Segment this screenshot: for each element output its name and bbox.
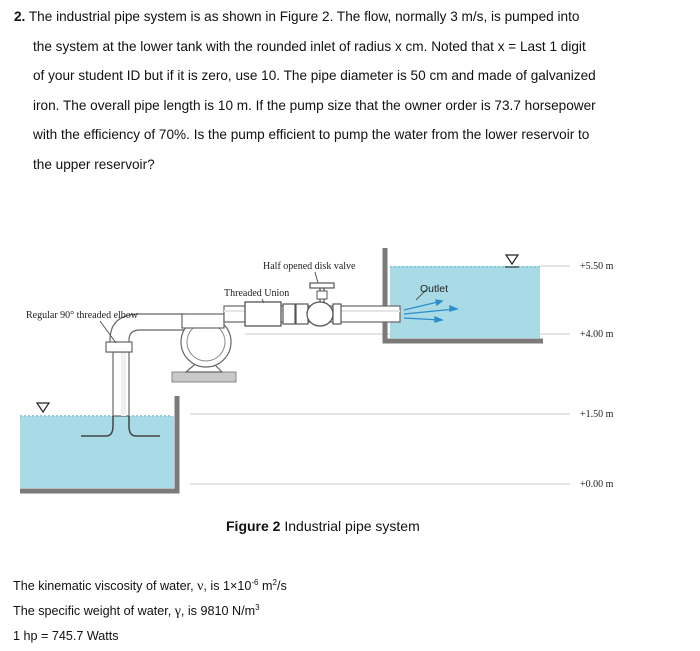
- kinematic-exponent: -6: [251, 578, 259, 587]
- kinematic-unit: m: [258, 579, 273, 593]
- elbow-label: Regular 90° threaded elbow: [26, 310, 139, 321]
- upper-tank-water: [390, 266, 540, 338]
- kinematic-viscosity-note: The kinematic viscosity of water, ν, is …: [13, 576, 287, 601]
- outlet-flow-arrows: [403, 299, 459, 323]
- nu-symbol: ν: [197, 579, 204, 594]
- gamma-symbol: γ: [174, 604, 181, 619]
- kinematic-value: , is 1×10: [203, 579, 252, 593]
- lower-water-level-symbol: [35, 402, 51, 414]
- given-data: The kinematic viscosity of water, ν, is …: [13, 576, 287, 651]
- question-line-4: iron. The overall pipe length is 10 m. I…: [33, 97, 596, 113]
- caption-text: Industrial pipe system: [280, 518, 420, 534]
- question-line-1-text: The industrial pipe system is as shown i…: [28, 9, 580, 24]
- elevation-1-50: +1.50 m: [580, 409, 614, 420]
- upper-water-level-symbol: [504, 254, 520, 266]
- kinematic-prefix: The kinematic viscosity of water,: [13, 579, 198, 593]
- lower-tank-water: [20, 416, 174, 488]
- question-number: 2.: [14, 9, 26, 24]
- upper-tank-walls: [382, 248, 543, 344]
- threaded-union: [244, 301, 282, 327]
- weight-value: , is 9810 N/m: [180, 604, 256, 618]
- pump: [171, 313, 237, 383]
- hp-conversion-note: 1 hp = 745.7 Watts: [13, 629, 119, 643]
- union-label: Threaded Union: [224, 288, 289, 299]
- weight-prefix: The specific weight of water,: [13, 604, 175, 618]
- elevation-0-00: +0.00 m: [580, 479, 614, 490]
- specific-weight-note: The specific weight of water, γ, is 9810…: [13, 601, 287, 626]
- valve-label: Half opened disk valve: [263, 261, 356, 272]
- elevation-4-00: +4.00 m: [580, 329, 614, 340]
- question-line-1: 2. The industrial pipe system is as show…: [14, 2, 654, 32]
- pipe-system-figure: Half opened disk valve Threaded Union Re…: [20, 248, 614, 494]
- elevation-5-50: +5.50 m: [580, 261, 614, 272]
- outlet-label: Outlet: [420, 283, 448, 295]
- caption-label: Figure 2: [226, 518, 281, 534]
- question-line-3: of your student ID but if it is zero, us…: [33, 68, 596, 83]
- question-line-5: with the efficiency of 70%. Is the pump …: [33, 127, 590, 142]
- question-line-6: the upper reservoir?: [33, 156, 155, 172]
- kinematic-unit-tail: /s: [276, 579, 287, 593]
- question-line-2: the system at the lower tank with the ro…: [33, 38, 586, 54]
- kinematic-unit-exponent: 2: [272, 578, 277, 587]
- weight-exponent: 3: [255, 603, 260, 612]
- discharge-pipe: [223, 282, 401, 327]
- lower-tank-walls: [20, 396, 180, 494]
- figure-caption: Figure 2 Industrial pipe system: [226, 518, 420, 534]
- half-open-disk-valve: [295, 282, 342, 327]
- suction-pipe: [81, 347, 160, 437]
- question-text: 2. The industrial pipe system is as show…: [14, 2, 654, 179]
